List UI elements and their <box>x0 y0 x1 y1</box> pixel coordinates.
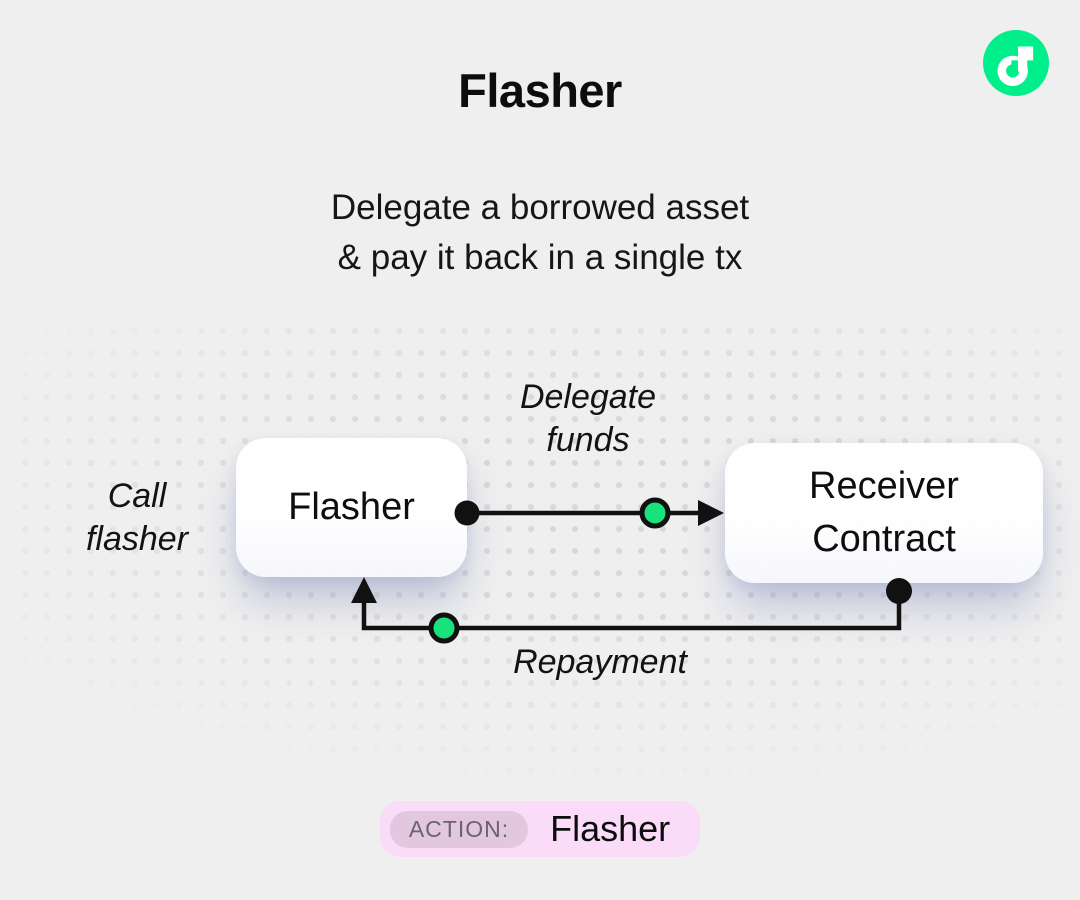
page-subtitle: Delegate a borrowed asset & pay it back … <box>0 183 1080 283</box>
repayment-origin-dot <box>886 578 912 604</box>
arrowhead-up-icon <box>351 577 377 603</box>
delegate-funds-label: Delegate funds <box>519 378 657 459</box>
action-pill: ACTION: Flasher <box>379 801 701 857</box>
page-title: Flasher <box>458 64 622 117</box>
delegate-token-marker <box>639 497 671 529</box>
repayment-edge <box>351 577 912 644</box>
logo-f-notch <box>1011 60 1018 67</box>
call-flasher-label: Call flasher <box>85 477 189 558</box>
receiver-contract-node: Receiver Contract <box>725 443 1043 583</box>
receiver-node-label: Receiver Contract <box>809 465 959 560</box>
repayment-label: Repayment <box>513 643 687 681</box>
delegate-edge <box>454 497 724 529</box>
logo-f-ring <box>997 55 1028 87</box>
repayment-edge-line <box>361 582 902 631</box>
logo-f-stem <box>1017 46 1028 72</box>
action-badge: ACTION: <box>389 810 529 848</box>
subtitle-line-2: & pay it back in a single tx <box>337 238 743 277</box>
flasher-node: Flasher <box>236 438 467 577</box>
delegate-origin-dot <box>454 500 480 526</box>
subtitle-line-1: Delegate a borrowed asset <box>330 188 750 227</box>
flow-logo-icon <box>983 30 1049 96</box>
arrowhead-right-icon <box>698 500 724 526</box>
repayment-token-marker <box>428 612 460 644</box>
flasher-node-label: Flasher <box>288 486 415 528</box>
action-value: Flasher <box>550 808 671 849</box>
